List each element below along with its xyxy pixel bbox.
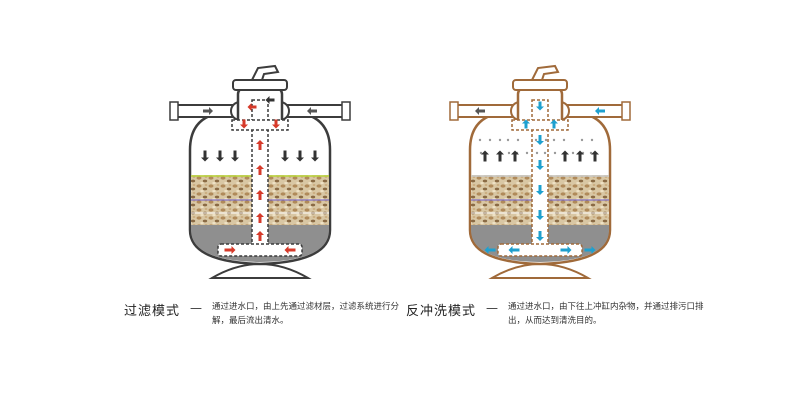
- diffuser-flow-arrow: [272, 119, 280, 129]
- center-flow-arrow: [536, 231, 544, 241]
- lateral-pipe: [217, 243, 303, 257]
- lateral-flow-arrow: [484, 246, 496, 254]
- center-flow-arrow: [536, 160, 544, 170]
- inlet-pipe: [454, 104, 518, 118]
- debris-particle: [478, 138, 482, 142]
- diffuser-pipe: [511, 119, 569, 131]
- debris-particle: [544, 138, 548, 142]
- backwash-up-arrow: [481, 150, 489, 162]
- debris-particle: [589, 151, 593, 155]
- center-flow-arrow: [536, 135, 544, 145]
- pipe-cap-left: [449, 101, 459, 121]
- lateral-flow-arrow: [584, 246, 596, 254]
- backwash-mode-description: 通过进水口，由下往上冲缸内杂物，并通过排污口排出，从而达到清洗目的。: [508, 302, 704, 326]
- debris-particle: [590, 138, 594, 142]
- backwash-mode-caption: 反冲洗模式 — 通过进水口，由下往上冲缸内杂物，并通过排污口排出，从而达到清洗目…: [406, 300, 708, 328]
- diffuser-flow-arrow: [240, 119, 248, 129]
- valve-handle: [530, 64, 560, 81]
- water-flow-arrow: [311, 150, 319, 162]
- pipe-cap-right: [341, 101, 351, 121]
- debris-particle: [488, 138, 492, 142]
- valve-flow-arrow: [247, 103, 257, 111]
- lateral-flow-arrow: [560, 246, 572, 254]
- filter-mode-caption: 过滤模式 — 通过进水口，由上先通过滤材层，过滤系统进行分解，最后流出清水。: [124, 300, 412, 328]
- backwash-up-arrow: [561, 150, 569, 162]
- debris-particle: [580, 138, 584, 142]
- debris-particle: [543, 151, 547, 155]
- backwash-mode-title: 反冲洗模式: [406, 304, 477, 319]
- diffuser-pipe: [231, 119, 289, 131]
- center-flow-arrow: [256, 190, 264, 200]
- tank-stand: [488, 263, 592, 279]
- outlet-flow-arrow: [307, 107, 317, 115]
- debris-particle: [507, 151, 511, 155]
- backwash-up-arrow: [591, 150, 599, 162]
- water-flow-arrow: [281, 150, 289, 162]
- debris-particle: [525, 151, 529, 155]
- caption-dash: —: [486, 301, 499, 315]
- debris-particle: [498, 138, 502, 142]
- center-flow-arrow: [536, 210, 544, 220]
- center-flow-arrow: [536, 185, 544, 195]
- center-flow-arrow: [256, 231, 264, 241]
- debris-particle: [571, 151, 575, 155]
- water-flow-arrow: [231, 150, 239, 162]
- lateral-pipe: [497, 243, 583, 257]
- valve-flow-arrow: [265, 96, 275, 104]
- valve-cap: [512, 79, 568, 91]
- center-flow-arrow: [256, 140, 264, 150]
- valve-flow-arrow: [536, 101, 544, 111]
- water-flow-arrow: [296, 150, 304, 162]
- pipe-cap-right: [621, 101, 631, 121]
- debris-particle: [479, 151, 483, 155]
- center-flow-arrow: [256, 213, 264, 223]
- waste-flow-arrow: [475, 107, 485, 115]
- filter-mode-diagram: [169, 64, 351, 279]
- caption-dash: —: [190, 301, 203, 315]
- debris-particle: [562, 138, 566, 142]
- backwash-up-arrow: [576, 150, 584, 162]
- lateral-flow-arrow: [284, 246, 296, 254]
- debris-particle: [516, 138, 520, 142]
- debris-particle: [506, 138, 510, 142]
- filter-mode-description: 通过进水口，由上先通过滤材层，过滤系统进行分解，最后流出清水。: [212, 302, 400, 326]
- diffuser-flow-arrow: [550, 119, 558, 129]
- valve-handle: [250, 64, 280, 81]
- center-pipe: [531, 99, 549, 251]
- inlet-flow-arrow: [595, 107, 605, 115]
- debris-particle: [552, 138, 556, 142]
- backwash-up-arrow: [511, 150, 519, 162]
- lateral-flow-arrow: [508, 246, 520, 254]
- pipe-cap-left: [169, 101, 179, 121]
- water-flow-arrow: [201, 150, 209, 162]
- valve-cap: [232, 79, 288, 91]
- filter-mode-title: 过滤模式: [124, 304, 181, 319]
- outlet-pipe: [561, 104, 625, 118]
- inlet-flow-arrow: [203, 107, 213, 115]
- debris-particle: [534, 138, 538, 142]
- lateral-flow-arrow: [224, 246, 236, 254]
- water-flow-arrow: [216, 150, 224, 162]
- debris-particle: [553, 151, 557, 155]
- backwash-mode-diagram: [449, 64, 631, 279]
- debris-particle: [535, 151, 539, 155]
- tank-stand: [208, 263, 312, 279]
- diffuser-flow-arrow: [522, 119, 530, 129]
- backwash-up-arrow: [496, 150, 504, 162]
- center-flow-arrow: [256, 165, 264, 175]
